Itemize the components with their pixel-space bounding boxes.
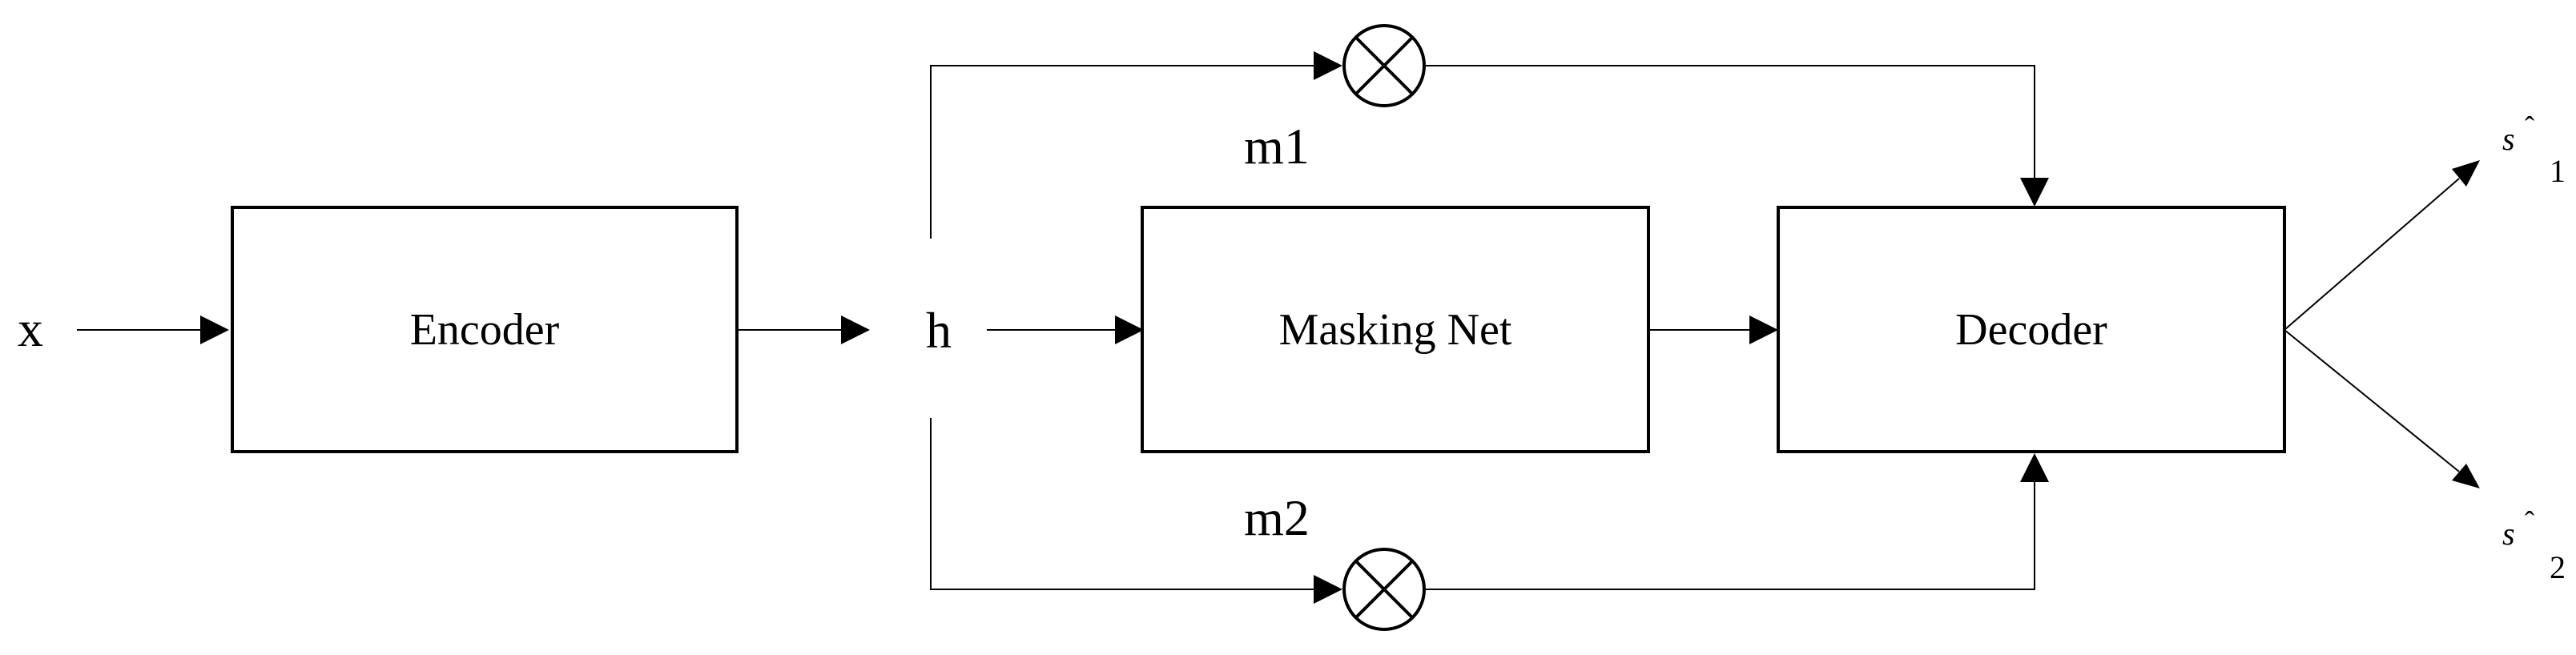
wire-mult1-to-decoder: [1424, 65, 2035, 178]
multiply-icon-top: [1342, 24, 1426, 107]
arrowhead-decoder-bottom: [2020, 453, 2049, 482]
wire-h-to-mult1: [930, 65, 1314, 239]
encoder-label: Encoder: [410, 305, 560, 355]
masking-net-block: [1141, 206, 1650, 453]
multiply-icon-bottom: [1342, 548, 1426, 631]
output2-symbol: s: [2502, 516, 2515, 552]
arrowhead-h-input: [841, 315, 870, 344]
arrowhead-masking-input: [1115, 315, 1144, 344]
output2-subscript: 2: [2550, 549, 2566, 585]
arrowhead-encoder-input: [200, 315, 229, 344]
decoder-label: Decoder: [1955, 305, 2107, 355]
masking-net-label: Masking Net: [1279, 305, 1512, 355]
hidden-label: h: [926, 302, 952, 359]
wire-mult2-to-decoder: [1424, 482, 2035, 590]
output2-label: s ˆ 2: [2502, 505, 2566, 585]
arrowhead-decoder-top: [2020, 178, 2049, 207]
wire-h-to-mult2: [930, 418, 1314, 590]
wire-decoder-to-output2: [2284, 329, 2460, 472]
arrowhead-output1: [2452, 160, 2480, 187]
output1-hat: ˆ: [2525, 111, 2534, 143]
output1-label: s ˆ 1: [2502, 111, 2566, 189]
wire-decoder-to-output1: [2284, 178, 2460, 331]
output2-hat: ˆ: [2525, 505, 2534, 537]
output1-symbol: s: [2502, 121, 2515, 157]
arrowhead-decoder-input: [1749, 315, 1778, 344]
mask2-label: m2: [1244, 489, 1310, 546]
mask1-label: m1: [1244, 118, 1310, 175]
input-label: x: [18, 300, 43, 357]
decoder-block: [1777, 206, 2286, 453]
encoder-block: [231, 206, 739, 453]
arrowhead-mult2-input: [1314, 575, 1342, 604]
arrowhead-mult1-input: [1314, 51, 1342, 80]
arrowhead-output2: [2452, 464, 2480, 488]
output1-subscript: 1: [2550, 153, 2566, 189]
